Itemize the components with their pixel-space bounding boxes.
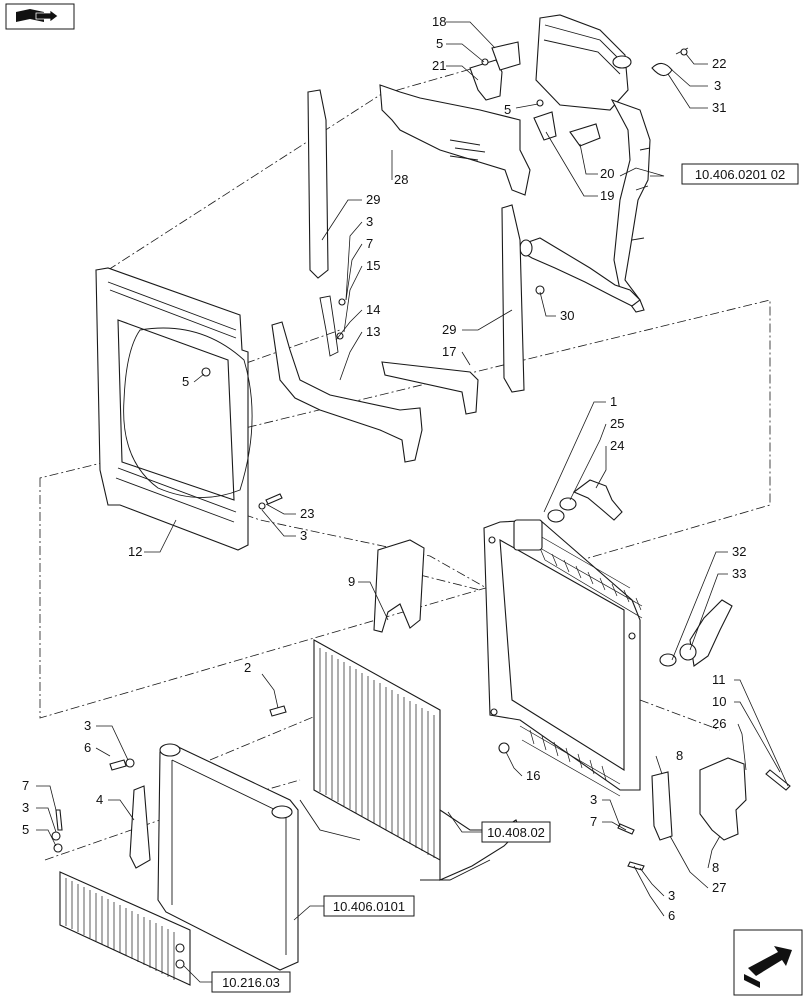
callout-12: 12 [128, 544, 142, 559]
callout-23: 23 [300, 506, 314, 521]
callout-3: 3 [84, 718, 91, 733]
bracket-9 [373, 539, 425, 633]
bracket-4 [129, 785, 151, 869]
callout-29: 29 [366, 192, 380, 207]
reference-label: 10.216.03 [222, 975, 280, 990]
callout-16: 16 [526, 768, 540, 783]
callout-5: 5 [22, 822, 29, 837]
reference-label: 10.406.0201 02 [695, 167, 785, 182]
bracket-26 [699, 757, 747, 841]
callout-3: 3 [300, 528, 307, 543]
callout-33: 33 [732, 566, 746, 581]
callout-26: 26 [712, 716, 726, 731]
callout-8: 8 [712, 860, 719, 875]
callout-3: 3 [714, 78, 721, 93]
callout-5: 5 [182, 374, 189, 389]
callout-6: 6 [668, 908, 675, 923]
baffle-29-right [501, 204, 525, 393]
callout-6: 6 [84, 740, 91, 755]
lower-hose [519, 237, 641, 307]
callout-5: 5 [504, 102, 511, 117]
reference-label: 10.408.02 [487, 825, 545, 840]
callout-7: 7 [590, 814, 597, 829]
bracket-21 [469, 41, 544, 107]
callout-4: 4 [96, 792, 103, 807]
seal-13 [271, 295, 423, 463]
bracket-8 [651, 771, 673, 841]
callout-2: 2 [244, 660, 251, 675]
callout-11: 11 [712, 672, 726, 687]
bracket-19-20 [533, 111, 601, 147]
callout-19: 19 [600, 188, 614, 203]
expansion-tank [535, 14, 651, 313]
callout-30: 30 [560, 308, 574, 323]
callout-28: 28 [394, 172, 408, 187]
callout-labels: 18 5 21 5 22 3 31 20 19 28 29 3 7 15 14 … [22, 14, 746, 923]
seal-17 [381, 361, 479, 415]
callout-5: 5 [436, 36, 443, 51]
top-hose-24-25 [559, 479, 623, 521]
callout-18: 18 [432, 14, 446, 29]
callout-8: 8 [676, 748, 683, 763]
next-arrow-icon[interactable] [733, 929, 803, 996]
callout-31: 31 [712, 100, 726, 115]
callout-25: 25 [610, 416, 624, 431]
callout-13: 13 [366, 324, 380, 339]
baffle-28 [379, 84, 531, 196]
callout-7: 7 [366, 236, 373, 251]
fan-shroud [95, 267, 253, 551]
reference-label: 10.406.0101 [333, 899, 405, 914]
callout-27: 27 [712, 880, 726, 895]
reference-box-10-406-0101[interactable]: 10.406.0101 [323, 895, 415, 917]
callout-9: 9 [348, 574, 355, 589]
callout-29: 29 [442, 322, 456, 337]
callout-3: 3 [366, 214, 373, 229]
callout-24: 24 [610, 438, 624, 453]
callout-20: 20 [600, 166, 614, 181]
callout-7: 7 [22, 778, 29, 793]
callout-21: 21 [432, 58, 446, 73]
reference-box-10-216-03[interactable]: 10.216.03 [211, 971, 291, 993]
radiator [483, 509, 643, 797]
reference-box-10-408-02[interactable]: 10.408.02 [481, 821, 551, 843]
callout-17: 17 [442, 344, 456, 359]
callout-3: 3 [22, 800, 29, 815]
condenser [299, 639, 521, 881]
callout-22: 22 [712, 56, 726, 71]
leader-lines [36, 21, 789, 983]
callout-1: 1 [610, 394, 617, 409]
transmission-cooler [59, 871, 191, 986]
callout-3: 3 [668, 888, 675, 903]
reference-box-10-406-0201-02[interactable]: 10.406.0201 02 [681, 163, 799, 185]
callout-14: 14 [366, 302, 380, 317]
oil-cooler [157, 743, 299, 971]
callout-32: 32 [732, 544, 746, 559]
bottom-hose-32-33 [659, 599, 733, 667]
callout-10: 10 [712, 694, 726, 709]
callout-15: 15 [366, 258, 380, 273]
callout-3: 3 [590, 792, 597, 807]
book-arrow-icon[interactable] [5, 3, 75, 30]
baffle-29-left [307, 89, 329, 279]
